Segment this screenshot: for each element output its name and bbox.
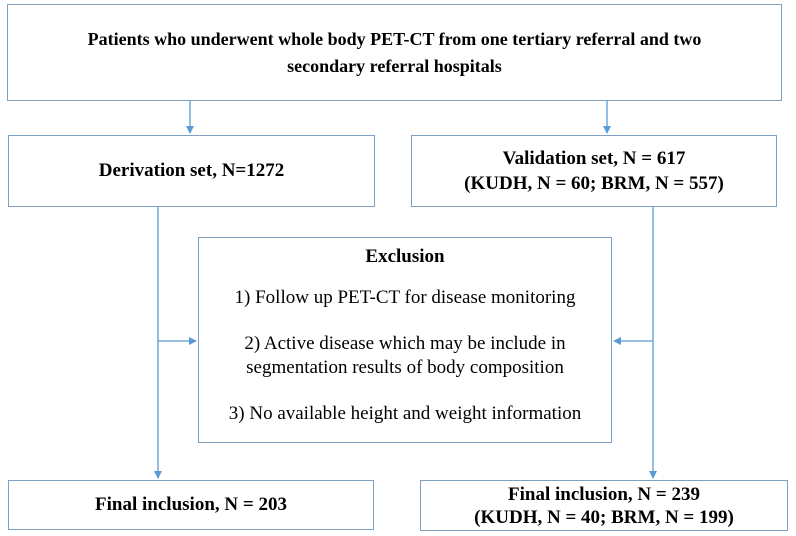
exclusion-item-2: 2) Active disease which may be include i… [244,333,566,354]
validation-set-line1: Validation set, N = 617 [502,148,686,169]
exclusion-box: Exclusion 1) Follow up PET-CT for diseas… [198,237,612,443]
derivation-set-label: Derivation set, N=1272 [98,160,285,181]
exclusion-item-2-continued: segmentation results of body composition [246,357,564,378]
exclusion-item-1: 1) Follow up PET-CT for disease monitori… [234,287,576,308]
source-population-line1: Patients who underwent whole body PET-CT… [87,28,702,49]
exclusion-title: Exclusion [365,246,445,267]
derivation-set-box: Derivation set, N=1272 [8,135,375,207]
final-inclusion-validation-line1: Final inclusion, N = 239 [508,483,700,505]
final-inclusion-derivation-box: Final inclusion, N = 203 [8,480,374,530]
validation-set-box: Validation set, N = 617 (KUDH, N = 60; B… [411,135,777,207]
validation-set-line2: (KUDH, N = 60; BRM, N = 557) [464,173,724,194]
exclusion-item-3: 3) No available height and weight inform… [228,403,582,424]
source-population-box: Patients who underwent whole body PET-CT… [7,4,782,101]
final-inclusion-validation-line2: (KUDH, N = 40; BRM, N = 199) [474,506,734,528]
final-inclusion-validation-box: Final inclusion, N = 239 (KUDH, N = 40; … [420,480,788,531]
final-inclusion-derivation-label: Final inclusion, N = 203 [95,494,287,515]
source-population-line2: secondary referral hospitals [287,55,502,76]
